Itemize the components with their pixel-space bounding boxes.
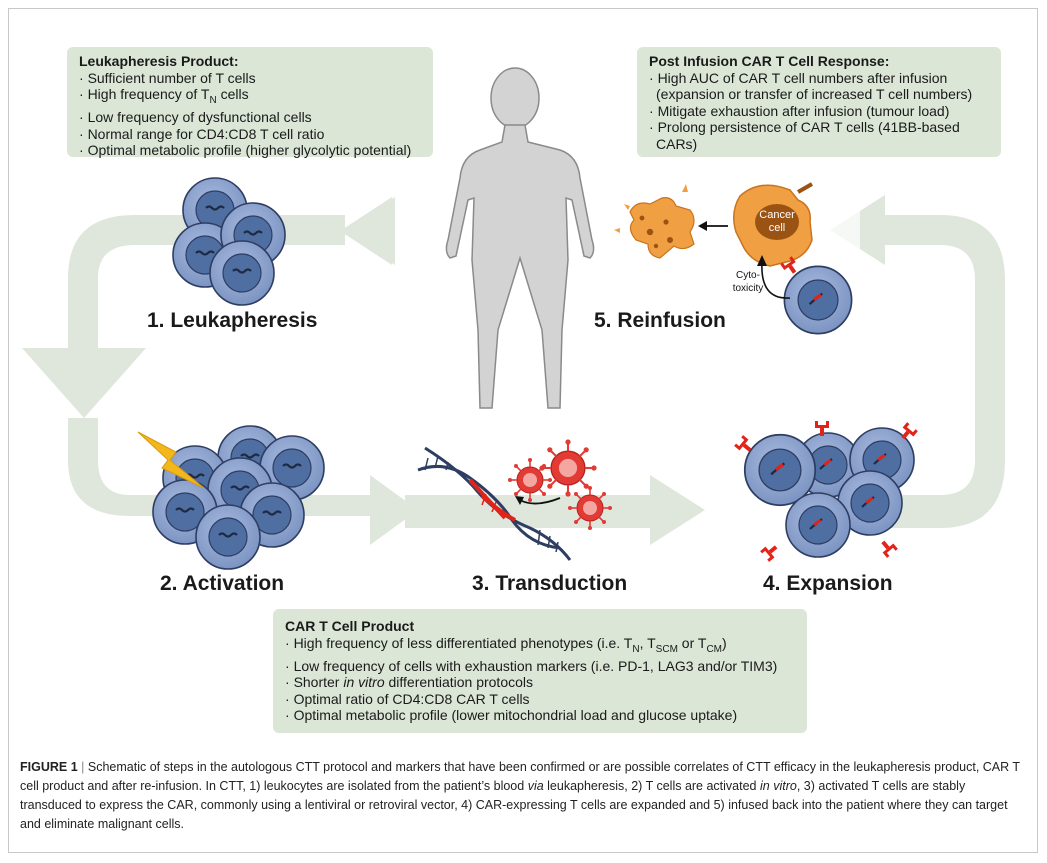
cytotoxicity-label: Cyto- (736, 270, 760, 281)
box-title: Leukapheresis Product: (79, 53, 239, 69)
car-t-cell-product-box: CAR T Cell Product High frequency of les… (273, 609, 807, 733)
step-label-expansion: 4. Expansion (763, 572, 893, 595)
box-title: CAR T Cell Product (285, 618, 415, 634)
list-item: Mitigate exhaustion after infusion (tumo… (649, 103, 989, 120)
cancer-cell-label-2: cell (769, 222, 786, 234)
step-label-leukapheresis: 1. Leukapheresis (147, 309, 318, 332)
arrowhead-to-leukapheresis (340, 197, 395, 265)
activation-cell-cluster (151, 424, 326, 571)
list-item: High AUC of CAR T cell numbers after inf… (649, 70, 989, 87)
list-item: Optimal metabolic profile (lower mitocho… (285, 707, 795, 724)
list-item: Normal range for CD4:CD8 T cell ratio (79, 126, 421, 143)
list-item: Low frequency of dysfunctional cells (79, 109, 421, 126)
expansion-cell-cluster (743, 426, 916, 559)
lightning-bolt-icon (137, 431, 205, 489)
transduction-arrow (519, 497, 561, 505)
step-label-activation: 2. Activation (160, 572, 285, 595)
dna-helix-icon (417, 446, 572, 561)
step-label-reinfusion: 5. Reinfusion (594, 309, 726, 332)
list-item: High frequency of less differentiated ph… (285, 635, 795, 658)
leukapheresis-product-box: Leukapheresis Product: Sufficient number… (67, 47, 433, 159)
list-item: Shorter in vitro differentiation protoco… (285, 674, 795, 691)
list-item: Sufficient number of T cells (79, 70, 421, 87)
car-t-cycle-diagram: Cancer cell Cyto- toxicity (22, 67, 1005, 571)
dead-cancer-cell-icon (629, 197, 695, 259)
cancer-cell-label: Cancer (759, 209, 795, 221)
figure-frame (8, 8, 1038, 853)
box-title: Post Infusion CAR T Cell Response: (649, 53, 890, 69)
cytotoxicity-label-2: toxicity (733, 283, 764, 294)
leukapheresis-cell-cluster (171, 176, 287, 307)
list-item: Optimal metabolic profile (higher glycol… (79, 142, 421, 159)
step-label-transduction: 3. Transduction (472, 572, 628, 595)
caption-separator: | (81, 760, 85, 774)
list-item: Prolong persistence of CAR T cells (41BB… (649, 119, 989, 136)
reinfusion-detail: Cancer cell Cyto- toxicity (600, 168, 860, 335)
patient-silhouette-icon (445, 67, 595, 409)
list-item: Low frequency of cells with exhaustion m… (285, 658, 795, 675)
list-item: High frequency of TN cells (79, 86, 421, 109)
figure-caption: FIGURE 1 | Schematic of steps in the aut… (20, 760, 1020, 831)
post-infusion-box: Post Infusion CAR T Cell Response: High … (637, 47, 1001, 157)
list-item-continuation: (expansion or transfer of increased T ce… (656, 86, 973, 102)
list-item-continuation: CARs) (656, 135, 698, 152)
list-item: Optimal ratio of CD4:CD8 CAR T cells (285, 691, 795, 708)
figure-label: FIGURE 1 (20, 760, 78, 774)
